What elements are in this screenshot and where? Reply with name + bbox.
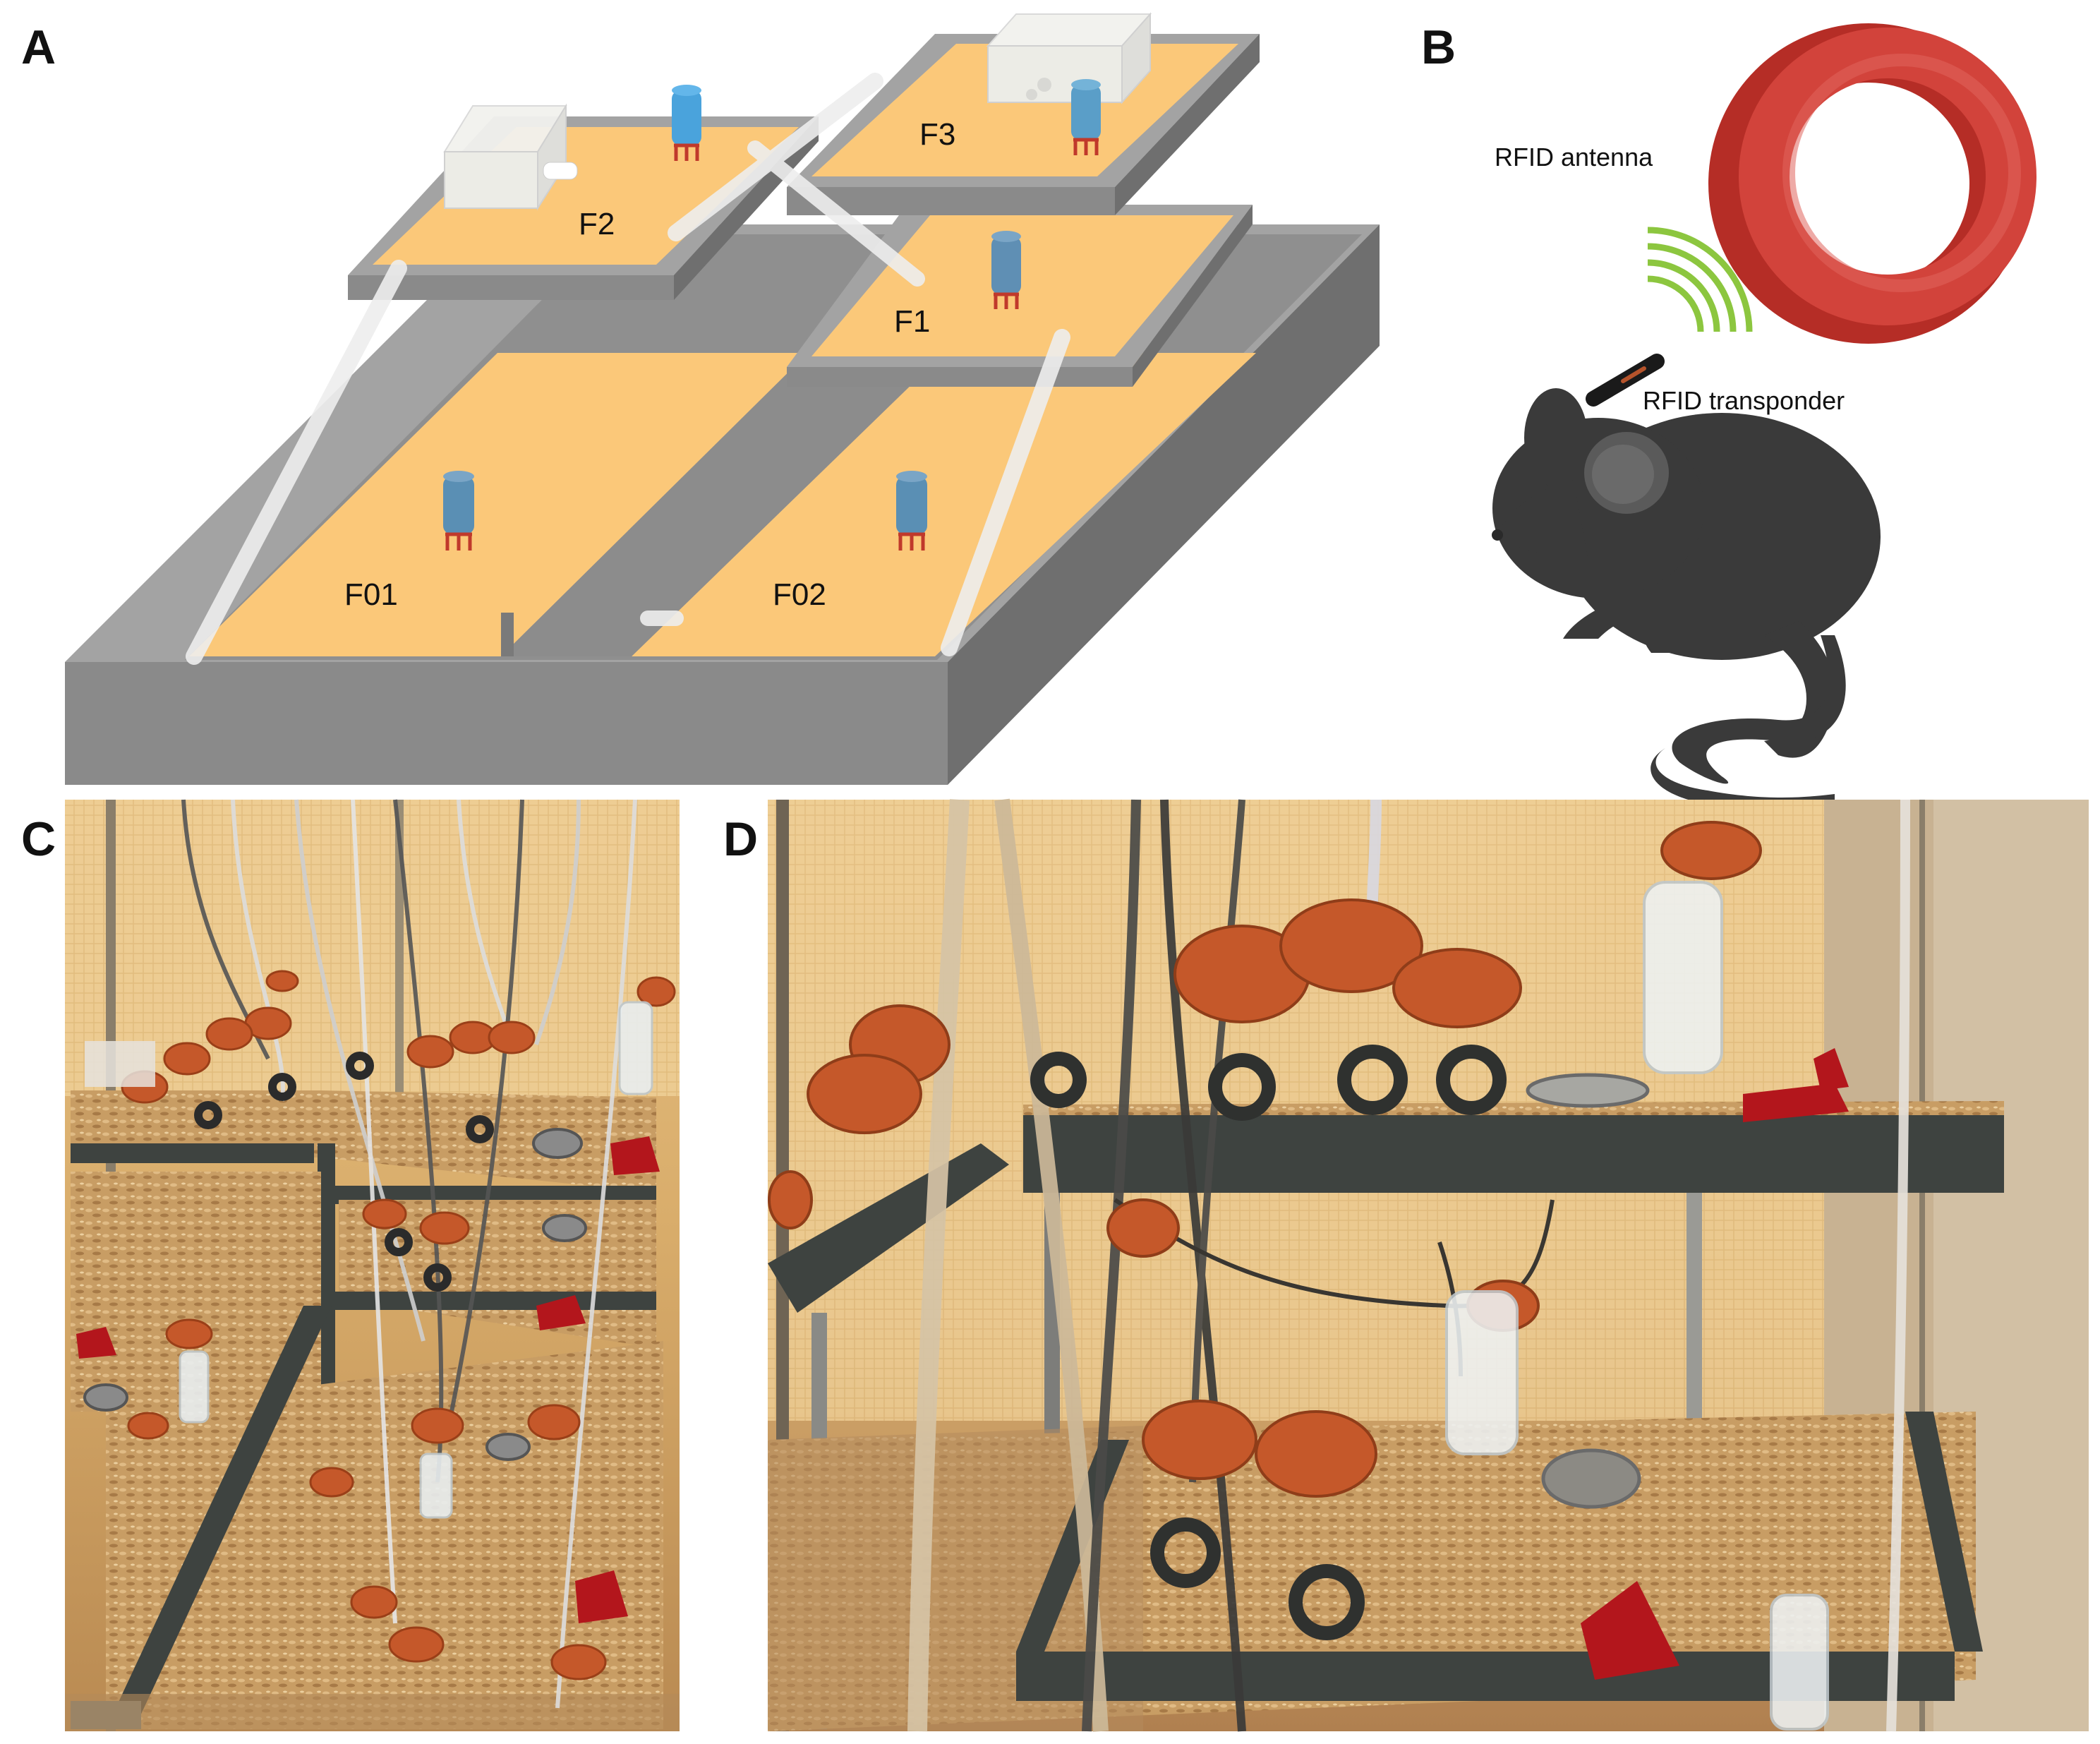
water-bottle-f01 [443,471,474,551]
tunnel-f02-f1 [941,329,1070,656]
panel-c: C [21,799,680,1731]
rfid-antenna-icon [1708,23,2036,344]
panel-a: A [21,12,1380,785]
rfid-transponder-label: RFID transponder [1643,386,1845,415]
label-f02: F02 [773,577,826,612]
partition-wall-top [501,613,514,656]
mouse-icon [1492,388,1881,810]
label-f2: F2 [579,207,615,241]
partition-wall [501,353,944,656]
nest-box-f3 [986,12,1152,104]
water-bottles [443,79,1101,551]
panel-c-letter: C [21,812,56,866]
nest-box-f2 [443,103,578,211]
water-bottle-f02 [896,471,927,551]
floor-f01 [189,353,808,656]
ground-floor-side [948,224,1380,785]
panel-b-letter: B [1421,20,1456,74]
platform-f2-floor [373,127,799,265]
tunnel-f01-f2 [186,260,407,665]
panel-d: D [723,798,2089,1732]
water-bottle-f2 [672,85,701,161]
tunnel-f3-f1 [747,140,925,287]
photo-d [768,798,2089,1732]
panel-b: B RFID antenna RFID transponder [1421,20,2036,810]
label-f3: F3 [919,117,955,152]
water-bottle-f1 [991,231,1021,309]
platform-f1-floor [811,215,1233,356]
label-f1: F1 [894,304,930,339]
platform-f1-front [787,367,1133,387]
water-bottle-f3 [1071,79,1101,155]
photo-c [65,799,680,1731]
signal-waves-icon [1647,227,1753,332]
panel-a-letter: A [21,20,56,74]
panel-d-letter: D [723,812,758,866]
ground-floor-front [65,662,948,785]
platform-f2-front [348,275,674,300]
platform-f3-side [1115,34,1260,215]
rfid-antenna-label: RFID antenna [1495,143,1653,172]
label-f01: F01 [344,577,398,612]
tunnels [186,73,1070,665]
floor-f02 [632,353,1256,656]
platform-f1-side [1133,205,1253,387]
rfid-transponder-icon [1586,354,1665,407]
platform-f3-front [787,187,1115,215]
